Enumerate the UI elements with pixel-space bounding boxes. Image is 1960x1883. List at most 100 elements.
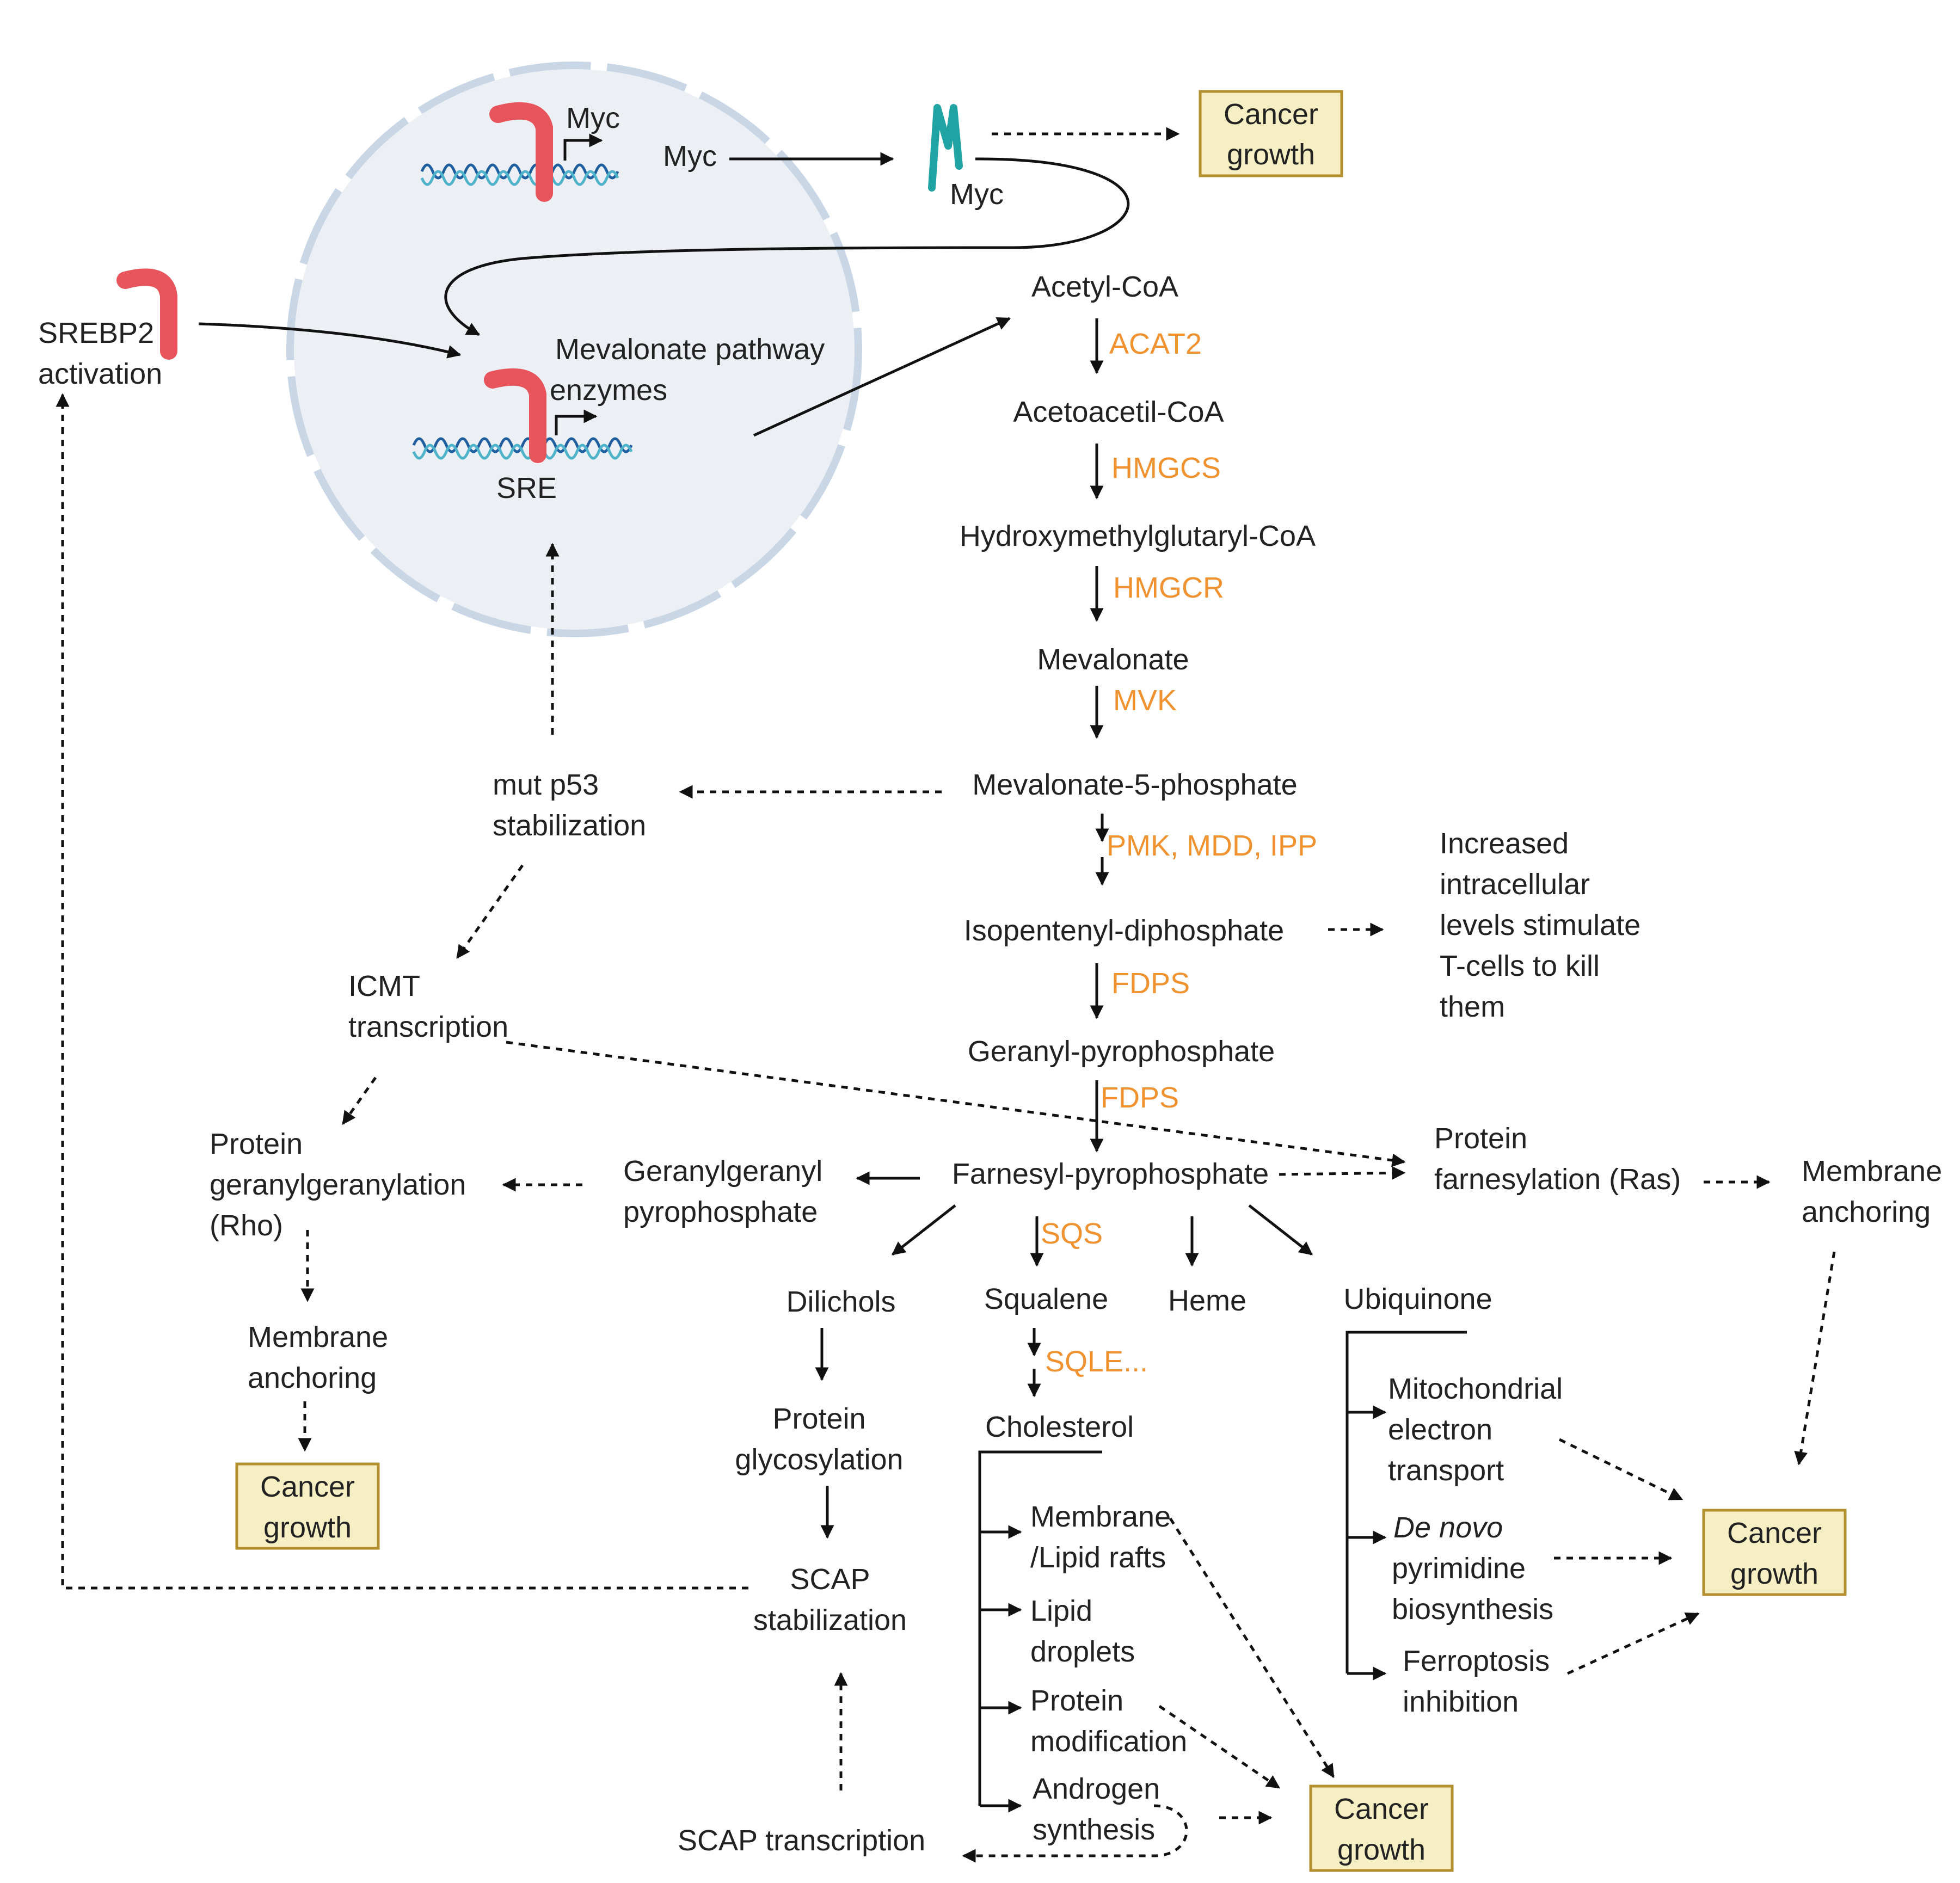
- srebp2-label-line1: SREBP2: [38, 317, 154, 349]
- svg-text:Cancer: Cancer: [1727, 1517, 1822, 1549]
- svg-text:growth: growth: [263, 1511, 352, 1544]
- enzyme-sqs: SQS: [1041, 1217, 1103, 1250]
- ubiquinone-bracket: [1345, 1331, 1467, 1673]
- p53-label-line1: mut p53: [493, 768, 599, 801]
- farnesylation-line1: Protein: [1434, 1122, 1527, 1155]
- geranylgeranylation-text: Protein geranylgeranylation (Rho): [210, 1128, 466, 1242]
- arrow-fpp-to-dilichols: [892, 1204, 956, 1256]
- myc-protein-label: Myc: [950, 178, 1004, 211]
- mevalonate-5-phosphate: Mevalonate-5-phosphate: [972, 768, 1297, 801]
- glycosylation-line2: glycosylation: [735, 1443, 903, 1476]
- sre-promoter-arrow: [555, 409, 598, 435]
- enzyme-fdps-1: FDPS: [1111, 967, 1190, 1000]
- arrow-mito-to-cancer-right: [1558, 1438, 1683, 1501]
- svg-text:modification: modification: [1030, 1725, 1187, 1758]
- right-membrane-line1: Membrane: [1802, 1155, 1942, 1187]
- svg-text:Increased: Increased: [1440, 827, 1569, 860]
- glycosylation-line1: Protein: [772, 1402, 865, 1435]
- svg-text:T-cells to kill: T-cells to kill: [1440, 950, 1600, 982]
- right-membrane-line2: anchoring: [1802, 1196, 1931, 1228]
- enzyme-mvk: MVK: [1113, 684, 1177, 717]
- pathway-enzymes-label-line1: Mevalonate pathway: [555, 333, 825, 366]
- svg-text:Membrane: Membrane: [1030, 1500, 1171, 1533]
- icmt-label-line1: ICMT: [348, 970, 420, 1002]
- farnesyl-pyrophosphate: Farnesyl-pyrophosphate: [952, 1158, 1269, 1190]
- arrow-scap-to-srebp2: [56, 393, 748, 1590]
- svg-text:Ferroptosis: Ferroptosis: [1403, 1645, 1550, 1677]
- hydroxymethylglutaryl-coa: Hydroxymethylglutaryl-CoA: [960, 520, 1316, 552]
- svg-text:intracellular: intracellular: [1440, 868, 1590, 901]
- svg-text:/Lipid rafts: /Lipid rafts: [1030, 1541, 1166, 1574]
- geranyl-pyrophosphate: Geranyl-pyrophosphate: [968, 1035, 1275, 1068]
- scap-stab-line2: stabilization: [753, 1604, 907, 1636]
- svg-text:inhibition: inhibition: [1403, 1685, 1519, 1718]
- svg-text:Androgen: Androgen: [1033, 1773, 1160, 1805]
- dna-strand-myc: [420, 163, 619, 186]
- arrow-ferroptosis-to-cancer-right: [1566, 1612, 1700, 1675]
- arrow-fpp-to-farnesylation: [1279, 1166, 1406, 1180]
- ubiquinone-branch-texts: Mitochondrial electron transport De novo…: [1388, 1373, 1563, 1718]
- enzyme-pmk-mdd-ipp: PMK, MDD, IPP: [1107, 829, 1317, 862]
- myc-mrna-label: Myc: [663, 140, 717, 173]
- ubiquinone: Ubiquinone: [1343, 1283, 1492, 1315]
- cholesterol-branch-texts: Membrane /Lipid rafts Lipid droplets Pro…: [1030, 1500, 1187, 1846]
- cancer-growth-box-right: Cancer growth: [1702, 1509, 1847, 1596]
- arrow-membrane-to-cancer-right: [1794, 1251, 1836, 1466]
- arrow-p53-to-icmt: [456, 864, 524, 959]
- arrow-fpp-to-ubiquinone: [1248, 1204, 1313, 1256]
- left-membrane-line2: anchoring: [248, 1362, 377, 1394]
- svg-text:De novo: De novo: [1393, 1511, 1503, 1544]
- arrow-androgen-to-scap-transcription: [962, 1804, 1188, 1863]
- left-membrane-line1: Membrane: [248, 1321, 388, 1353]
- squalene: Squalene: [984, 1283, 1108, 1315]
- myc-promoter-arrow: [563, 133, 603, 161]
- dilichols: Dilichols: [786, 1285, 895, 1318]
- enzyme-sqle: SQLE...: [1045, 1345, 1148, 1378]
- svg-text:growth: growth: [1227, 138, 1315, 171]
- arrow-icmt-to-geranylgeranylation: [341, 1076, 377, 1125]
- svg-text:growth: growth: [1730, 1558, 1818, 1590]
- nuclear-envelope: [286, 61, 862, 637]
- svg-text:levels stimulate: levels stimulate: [1440, 909, 1640, 942]
- heme: Heme: [1168, 1284, 1246, 1317]
- srebp2-label-line2: activation: [38, 358, 162, 390]
- myc-protein-icon: [928, 104, 963, 192]
- cancer-growth-box-left: Cancer growth: [235, 1462, 380, 1550]
- p53-label-line2: stabilization: [493, 809, 646, 842]
- svg-text:(Rho): (Rho): [210, 1209, 283, 1242]
- ggpp-line1: Geranylgeranyl: [623, 1155, 822, 1187]
- svg-text:Cancer: Cancer: [1334, 1793, 1429, 1825]
- enzyme-hmgcs: HMGCS: [1111, 452, 1221, 484]
- cholesterol: Cholesterol: [985, 1411, 1134, 1443]
- svg-text:geranylgeranylation: geranylgeranylation: [210, 1168, 466, 1201]
- svg-text:Mitochondrial: Mitochondrial: [1388, 1373, 1563, 1405]
- svg-text:Protein: Protein: [1030, 1684, 1123, 1717]
- cancer-growth-box-bottom: Cancer growth: [1309, 1784, 1454, 1872]
- icmt-label-line2: transcription: [348, 1011, 508, 1043]
- acetoacetil-coa: Acetoacetil-CoA: [1013, 396, 1224, 428]
- cholesterol-bracket: [978, 1450, 1102, 1806]
- scap-stab-line1: SCAP: [790, 1563, 870, 1596]
- enzyme-acat2: ACAT2: [1109, 328, 1202, 360]
- dna-strand-sre: [412, 437, 633, 460]
- nucleus: [286, 61, 862, 637]
- acetyl-coa: Acetyl-CoA: [1031, 270, 1178, 303]
- svg-text:Cancer: Cancer: [260, 1470, 355, 1503]
- svg-text:Lipid: Lipid: [1030, 1595, 1092, 1627]
- farnesylation-line2: farnesylation (Ras): [1434, 1163, 1681, 1196]
- svg-text:pyrimidine: pyrimidine: [1392, 1552, 1526, 1585]
- pathway-enzymes-label-line2: enzymes: [550, 374, 667, 407]
- svg-text:Cancer: Cancer: [1224, 98, 1318, 131]
- svg-text:biosynthesis: biosynthesis: [1392, 1593, 1553, 1626]
- svg-text:them: them: [1440, 990, 1505, 1023]
- svg-text:droplets: droplets: [1030, 1635, 1135, 1668]
- arrow-enzymes-to-acetyl-coa: [753, 317, 1011, 437]
- svg-text:Protein: Protein: [210, 1128, 303, 1160]
- arrow-icmt-to-farnesylation: [506, 1041, 1406, 1167]
- svg-text:electron: electron: [1388, 1413, 1492, 1446]
- scap-transcription: SCAP transcription: [678, 1824, 925, 1857]
- mevalonate: Mevalonate: [1037, 643, 1189, 676]
- sre-label: SRE: [496, 472, 557, 504]
- cancer-growth-box-top: Cancer growth: [1199, 90, 1343, 177]
- svg-text:transport: transport: [1388, 1454, 1504, 1487]
